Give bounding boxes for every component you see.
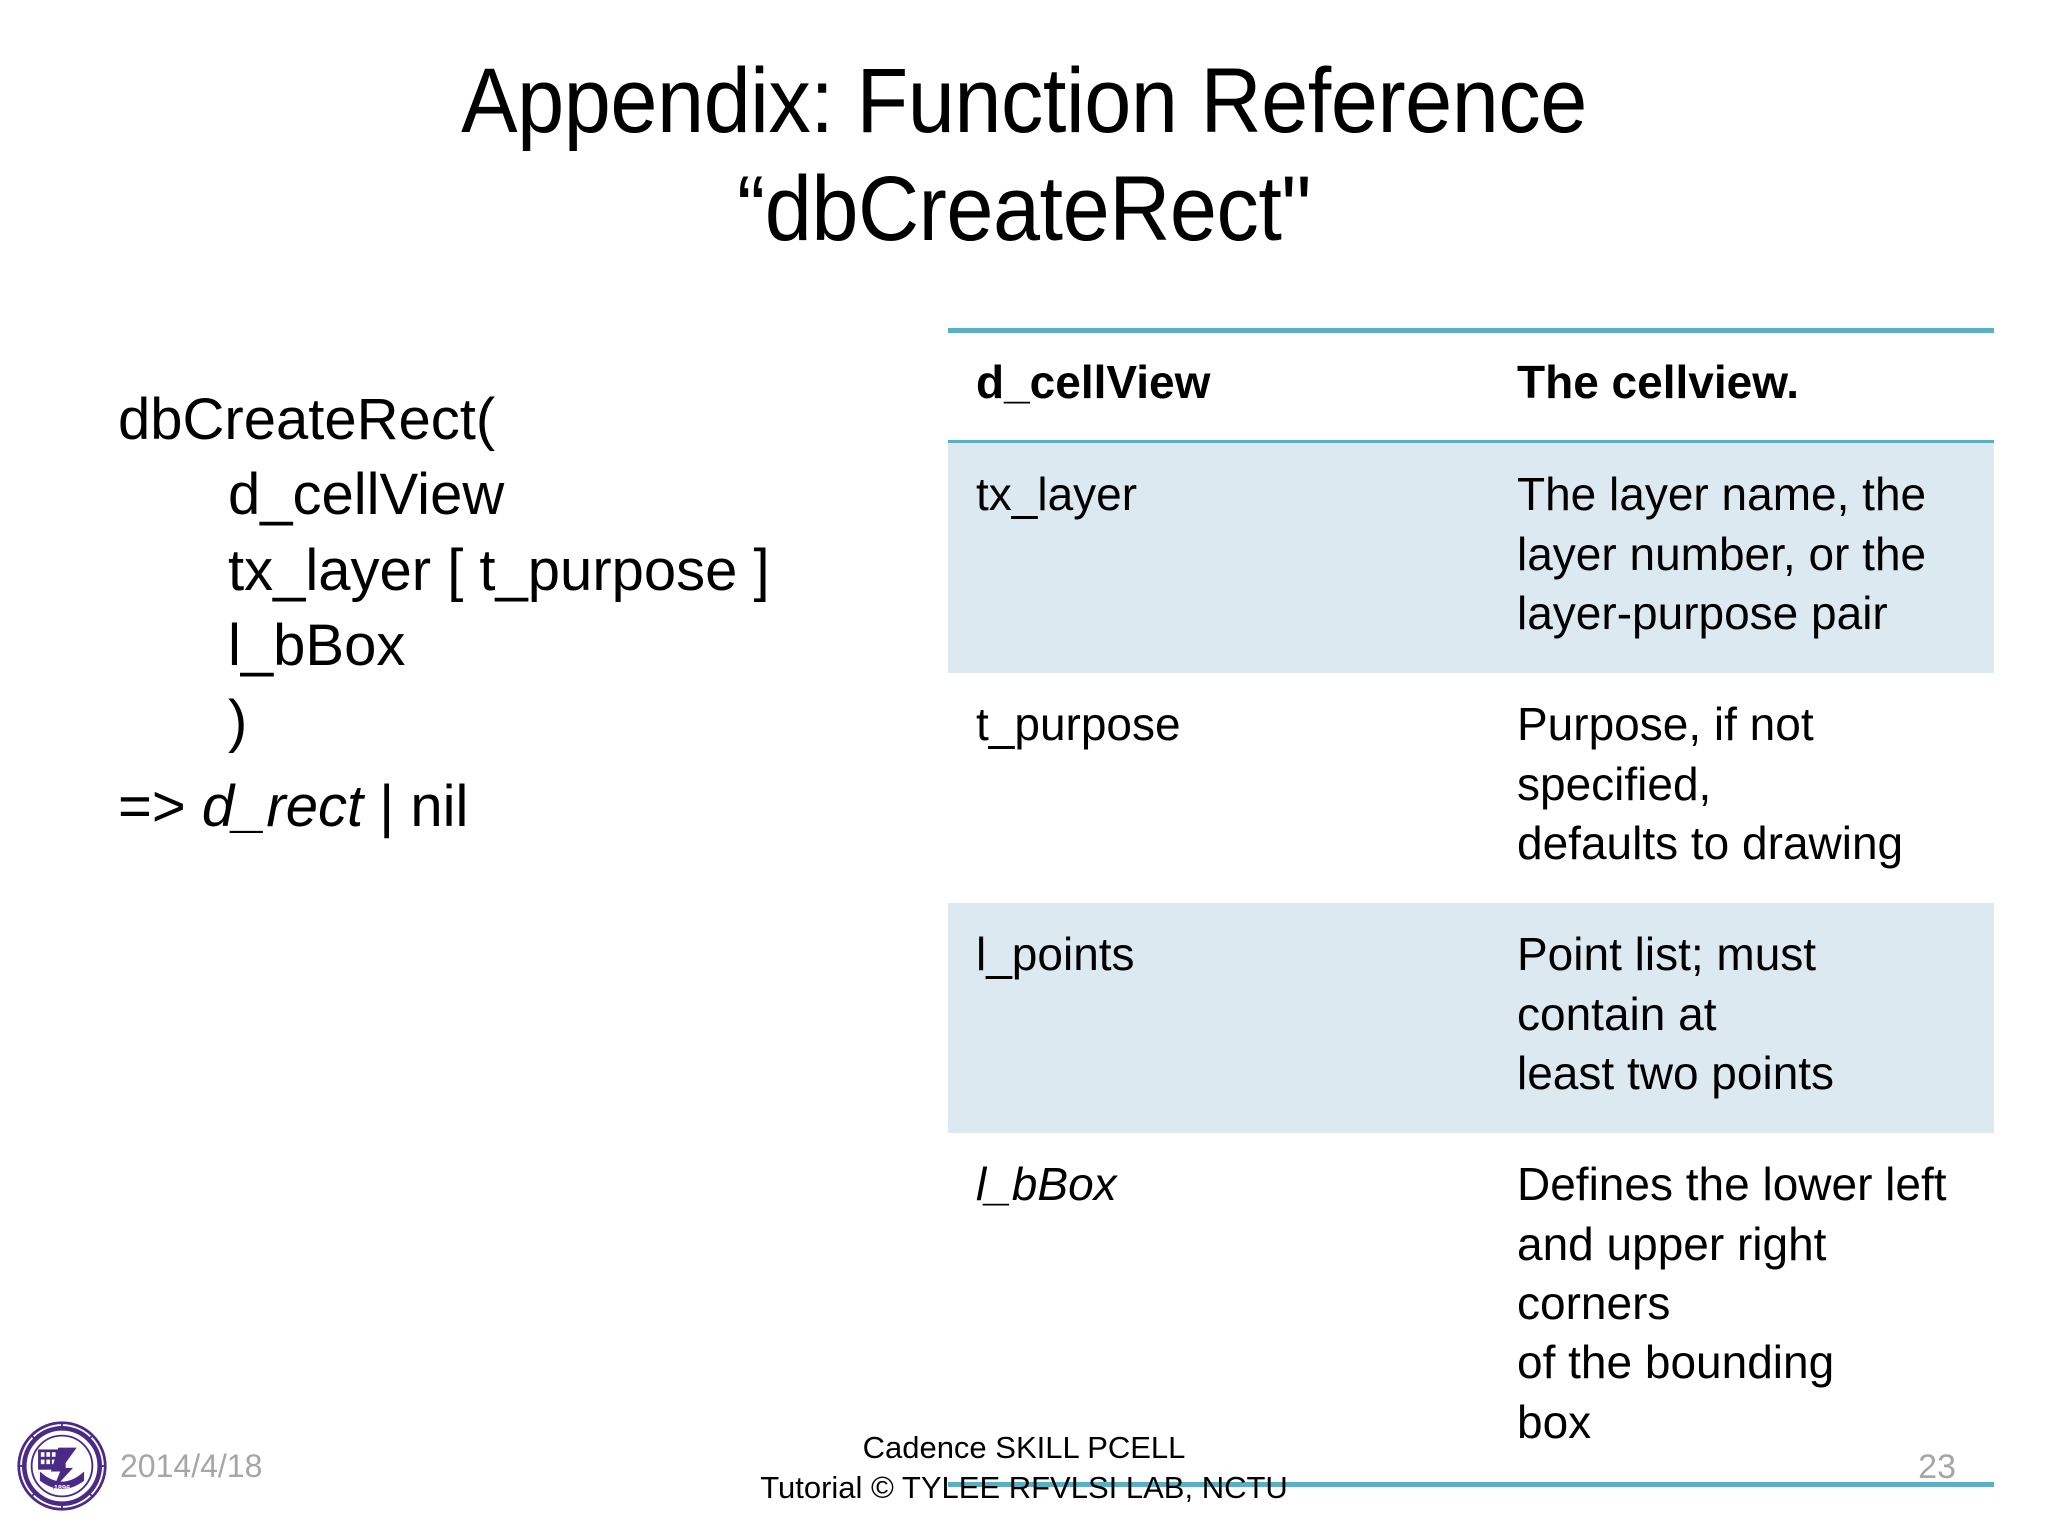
table-row: l_bBox Defines the lower left and upper … <box>948 1133 1994 1487</box>
syntax-line-close-paren: ) <box>228 688 248 754</box>
page-title: Appendix: Function Reference “dbCreateRe… <box>82 48 1966 263</box>
return-arrow: => <box>118 773 202 839</box>
table-cell-param: l_bBox <box>948 1133 1483 1487</box>
syntax-line-arg-cellview: d_cellView <box>228 462 505 528</box>
syntax-line-arg-bbox: l_bBox <box>228 613 406 679</box>
syntax-line-arg-layer: tx_layer [ t_purpose ] <box>228 537 770 603</box>
table-cell-desc: Purpose, if not specified, defaults to d… <box>1517 698 1904 869</box>
footer-credit-line-2: Tutorial © TYLEE RFVLSI LAB, NCTU <box>760 1470 1288 1506</box>
svg-text:1896: 1896 <box>54 1483 70 1492</box>
table-cell-desc: Defines the lower left and upper right c… <box>1483 1133 1994 1487</box>
table-cell-param: l_points <box>948 903 1483 1134</box>
page-number: 23 <box>1918 1448 1956 1486</box>
footer-credit-line-1: Cadence SKILL PCELL <box>862 1430 1186 1465</box>
table-header-desc: The cellview. <box>1483 327 1994 442</box>
return-nil: | nil <box>363 773 469 839</box>
return-type: d_rect <box>201 773 364 839</box>
footer-credit: Cadence SKILL PCELL Tutorial © TYLEE RFV… <box>0 1428 2048 1509</box>
syntax-line-return: => d_rect | nil <box>118 769 888 844</box>
parameter-table: d_cellView The cellview. tx_layer The la… <box>948 327 1994 1487</box>
nctu-seal-logo-icon: 1896 <box>17 1421 107 1511</box>
syntax-line-signature: dbCreateRect( <box>118 387 496 452</box>
table-cell-desc: The layer name, the layer number, or the… <box>1483 440 1994 674</box>
title-line-1: Appendix: Function Reference <box>461 50 1587 152</box>
table-header-row: d_cellView The cellview. <box>948 327 1994 442</box>
function-syntax-block: dbCreateRect( d_cellView tx_layer [ t_pu… <box>118 382 888 844</box>
footer-date: 2014/4/18 <box>120 1448 263 1484</box>
table-cell-param: tx_layer <box>948 440 1483 674</box>
table-cell-desc: Point list; must contain at least two po… <box>1483 903 1994 1134</box>
title-line-2: “dbCreateRect" <box>736 157 1312 260</box>
table-row: l_points Point list; must contain at lea… <box>948 903 1994 1134</box>
table-cell-param: t_purpose <box>976 698 1181 751</box>
table-row: t_purpose Purpose, if not specified, def… <box>948 673 1994 903</box>
table-row: tx_layer The layer name, the layer numbe… <box>948 440 1994 674</box>
table-header-param: d_cellView <box>948 327 1483 442</box>
table-body: d_cellView The cellview. tx_layer The la… <box>948 327 1994 1487</box>
